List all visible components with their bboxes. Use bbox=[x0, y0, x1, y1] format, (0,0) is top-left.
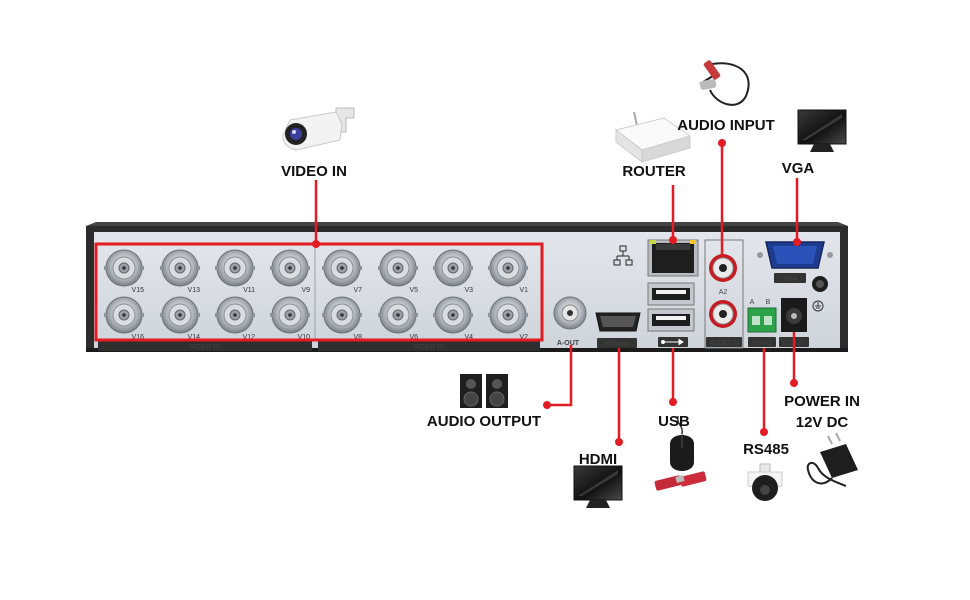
speaker-left-icon bbox=[460, 374, 482, 408]
callout-router: ROUTER bbox=[622, 163, 686, 180]
usb-stick-icon bbox=[654, 471, 707, 491]
callout-rs485: RS485 bbox=[743, 441, 789, 458]
callout-power-in: POWER IN bbox=[784, 393, 860, 410]
connector-lines bbox=[314, 143, 799, 442]
bnc-channel-label: V14 bbox=[188, 334, 201, 341]
bnc-connector[interactable] bbox=[160, 296, 200, 334]
video-in-strip-left bbox=[98, 341, 312, 351]
bnc-channel-label: V3 bbox=[464, 287, 473, 294]
bnc-channel-label: V5 bbox=[409, 287, 418, 294]
bnc-connector[interactable] bbox=[104, 249, 144, 287]
bnc-connector[interactable] bbox=[322, 296, 362, 334]
callout-usb: USB bbox=[658, 413, 690, 430]
bullet-camera-icon bbox=[282, 107, 355, 151]
bnc-channel-label: V1 bbox=[519, 287, 528, 294]
ground-symbol-icon bbox=[812, 300, 824, 312]
callout-audio-output: AUDIO OUTPUT bbox=[427, 413, 541, 430]
callout-audio-input: AUDIO INPUT bbox=[677, 117, 775, 134]
speaker-right-icon bbox=[486, 374, 508, 408]
bnc-channel-label: V4 bbox=[464, 334, 473, 341]
bnc-connector[interactable] bbox=[215, 249, 255, 287]
audio-in-label: AUDIO IN bbox=[708, 340, 739, 347]
bnc-channel-label: V2 bbox=[519, 334, 528, 341]
vga-tag-label: VGA bbox=[783, 276, 798, 283]
ptz-camera-icon bbox=[747, 463, 783, 501]
usb-port-top[interactable] bbox=[647, 282, 695, 306]
video-in-strip-left-label: VIDEO IN bbox=[190, 344, 221, 351]
rs485-terminal[interactable] bbox=[747, 307, 777, 333]
bnc-channel-label: V10 bbox=[298, 334, 311, 341]
rs485-tag-label: RS485 bbox=[752, 340, 772, 347]
microphone-plug-icon bbox=[699, 60, 721, 90]
a2-label: A2 bbox=[719, 289, 728, 296]
bnc-channel-label: V6 bbox=[409, 334, 418, 341]
callout-video-in: VIDEO IN bbox=[281, 163, 347, 180]
bnc-connector[interactable] bbox=[378, 249, 418, 287]
bnc-channel-label: V16 bbox=[132, 334, 145, 341]
bnc-channel-label: V11 bbox=[243, 287, 255, 294]
bnc-connector[interactable] bbox=[215, 296, 255, 334]
audio-in-jack-a2[interactable] bbox=[709, 300, 737, 328]
usb-mouse-icon bbox=[670, 415, 694, 471]
power-adapter-icon bbox=[806, 432, 858, 487]
ground-screw-icon bbox=[812, 276, 828, 292]
bnc-connector[interactable] bbox=[270, 296, 310, 334]
bnc-connector[interactable] bbox=[433, 296, 473, 334]
hd-port-label: HD-port bbox=[605, 341, 630, 348]
vga-monitor-icon bbox=[797, 109, 847, 152]
bnc-channel-label: V8 bbox=[353, 334, 362, 341]
video-in-strip-right bbox=[318, 341, 540, 351]
router-icon bbox=[614, 111, 692, 164]
audio-out-jack[interactable] bbox=[553, 296, 587, 330]
a-out-label: A-OUT bbox=[557, 340, 580, 347]
bnc-connector[interactable] bbox=[488, 249, 528, 287]
connector-dots bbox=[312, 139, 801, 446]
usb-symbol-icon bbox=[661, 338, 684, 346]
bnc-connector[interactable] bbox=[488, 296, 528, 334]
network-icon bbox=[613, 245, 633, 266]
bnc-connector[interactable] bbox=[160, 249, 200, 287]
callout-vga: VGA bbox=[782, 160, 815, 177]
audio-in-jack-a1[interactable] bbox=[709, 254, 737, 282]
rs485-b-label: B bbox=[766, 299, 771, 306]
callout-12v-dc: 12V DC bbox=[796, 414, 849, 431]
rear-panel bbox=[94, 232, 840, 348]
bnc-channel-label: V15 bbox=[132, 287, 145, 294]
callout-hdmi: HDMI bbox=[579, 451, 617, 468]
dc-power-jack[interactable] bbox=[781, 298, 807, 332]
ethernet-port[interactable] bbox=[647, 239, 699, 277]
bnc-connector[interactable] bbox=[270, 249, 310, 287]
bnc-channel-label: V12 bbox=[243, 334, 256, 341]
video-in-strip-right-label: VIDEO IN bbox=[414, 344, 445, 351]
bnc-connector[interactable] bbox=[378, 296, 418, 334]
bnc-channel-label: V9 bbox=[301, 287, 310, 294]
rs485-a-label: A bbox=[750, 299, 755, 306]
bnc-connector[interactable] bbox=[433, 249, 473, 287]
hdmi-port[interactable] bbox=[595, 312, 641, 332]
bnc-channel-label: V7 bbox=[353, 287, 362, 294]
usb-port-bottom[interactable] bbox=[647, 308, 695, 332]
bnc-channel-label: V13 bbox=[188, 287, 201, 294]
vga-port[interactable] bbox=[757, 241, 833, 269]
bnc-connector[interactable] bbox=[104, 296, 144, 334]
bnc-connector[interactable] bbox=[322, 249, 362, 287]
hdmi-monitor-icon bbox=[573, 465, 623, 508]
